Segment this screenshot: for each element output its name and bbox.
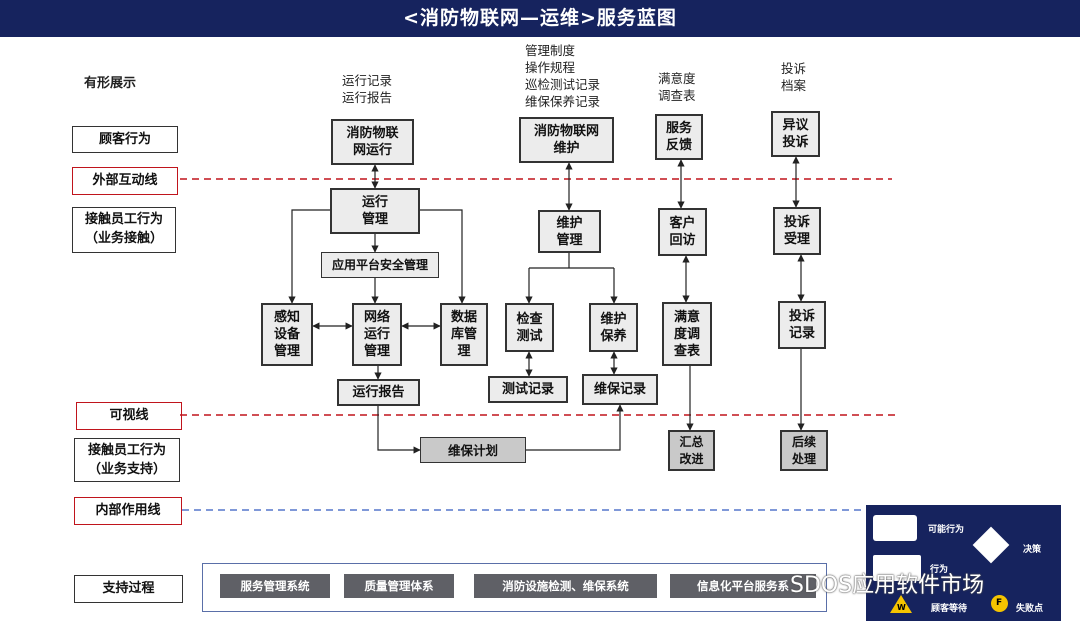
evidence-maintenance-documents: 管理制度 操作规程 巡检测试记录 维保保养记录 bbox=[525, 43, 601, 109]
support-system-quality-management: 质量管理体系 bbox=[344, 574, 454, 598]
evidence-run-records: 运行记录 运行报告 bbox=[342, 73, 393, 105]
legend-possible-action-label: 可能行为 bbox=[928, 525, 965, 535]
support-processes-label: 支持过程 bbox=[74, 575, 183, 603]
summary-improvement-box: 汇总 改进 bbox=[668, 430, 715, 471]
iot-operation-box: 消防物联 网运行 bbox=[331, 119, 414, 165]
legend-panel: 可能行为 决策 行为 W 顾客等待 F 失败点 bbox=[866, 505, 1061, 621]
support-system-service-management: 服务管理系统 bbox=[220, 574, 330, 598]
legend-failure-point-label: 失败点 bbox=[1016, 604, 1044, 614]
legend-action-shape bbox=[873, 555, 921, 581]
operation-report-box: 运行报告 bbox=[337, 379, 420, 406]
database-management-box: 数据 库管 理 bbox=[440, 303, 488, 366]
evidence-satisfaction-survey: 满意度 调查表 bbox=[658, 71, 696, 103]
maintenance-management-box: 维护 管理 bbox=[538, 210, 601, 253]
maintenance-upkeep-box: 维护 保养 bbox=[589, 303, 638, 352]
legend-possible-action-shape bbox=[873, 515, 917, 541]
complaint-acceptance-box: 投诉 受理 bbox=[773, 207, 821, 255]
iot-maintenance-box: 消防物联网 维护 bbox=[519, 117, 614, 163]
visibility-line-label: 可视线 bbox=[76, 402, 182, 430]
legend-decision-diamond bbox=[972, 526, 1010, 564]
network-operation-management-box: 网络 运行 管理 bbox=[352, 303, 402, 366]
legend-customer-wait-label: 顾客等待 bbox=[931, 604, 968, 614]
support-system-fire-facility-testing: 消防设施检测、维保系统 bbox=[474, 574, 657, 598]
service-feedback-box: 服务 反馈 bbox=[655, 114, 703, 160]
evidence-complaint-archive: 投诉 档案 bbox=[781, 61, 807, 93]
support-system-it-platform: 信息化平台服务系 bbox=[670, 574, 816, 598]
perception-device-management-box: 感知 设备 管理 bbox=[261, 303, 313, 366]
maintenance-plan-box: 维保计划 bbox=[420, 437, 526, 463]
frontstage-actions-label: 接触员工行为 （业务接触） bbox=[72, 207, 176, 253]
legend-wait-icon bbox=[890, 595, 912, 613]
platform-security-box: 应用平台安全管理 bbox=[321, 252, 439, 278]
tangible-evidence-label: 有形展示 bbox=[84, 76, 137, 91]
legend-fail-mark: F bbox=[996, 598, 1003, 608]
follow-up-handling-box: 后续 处理 bbox=[780, 430, 828, 471]
complaint-record-box: 投诉 记录 bbox=[778, 301, 826, 349]
legend-action-label: 行为 bbox=[930, 565, 949, 575]
legend-decision-label: 决策 bbox=[1023, 545, 1042, 555]
maintenance-record-box: 维保记录 bbox=[582, 374, 658, 405]
legend-fail-icon bbox=[991, 595, 1008, 612]
satisfaction-survey-box: 满意 度调 查表 bbox=[662, 302, 712, 366]
test-record-box: 测试记录 bbox=[488, 376, 568, 403]
external-interaction-line-label: 外部互动线 bbox=[72, 167, 178, 195]
page-title: <消防物联网—运维>服务蓝图 bbox=[0, 0, 1080, 37]
backstage-actions-label: 接触员工行为 （业务支持） bbox=[74, 438, 180, 482]
objection-complaint-box: 异议 投诉 bbox=[771, 111, 820, 157]
internal-interaction-line-label: 内部作用线 bbox=[74, 497, 182, 525]
customer-actions-label: 顾客行为 bbox=[72, 126, 178, 153]
watermark-text: SDOS应用软件市场 bbox=[790, 573, 985, 598]
operation-management-box: 运行 管理 bbox=[330, 188, 420, 234]
legend-wait-mark: W bbox=[897, 603, 906, 612]
customer-revisit-box: 客户 回访 bbox=[658, 208, 707, 256]
inspection-test-box: 检查 测试 bbox=[505, 303, 554, 352]
